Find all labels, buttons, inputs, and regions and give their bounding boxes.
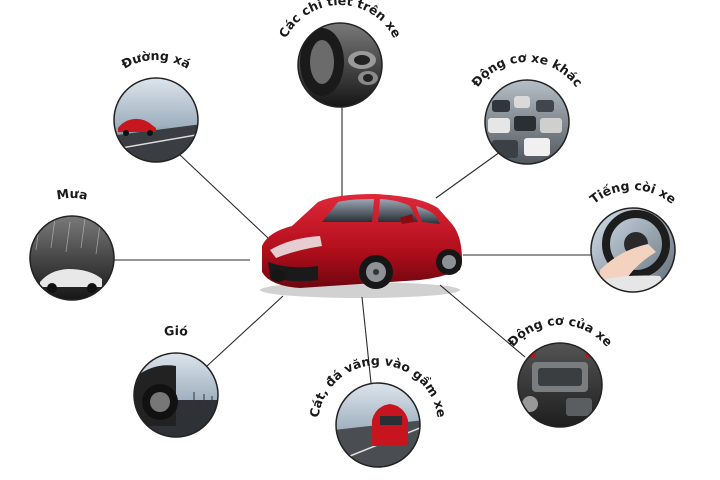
tire-exhaust-photo — [298, 23, 382, 107]
rainy-car-photo — [30, 216, 114, 300]
label-horn: Tiếng còi xe — [587, 178, 679, 207]
wheel-wind-photo — [134, 353, 218, 437]
label-wind: Gió — [163, 323, 189, 339]
connector-other-engines — [435, 151, 501, 199]
connector-gravel — [361, 296, 372, 384]
car-photo — [260, 194, 462, 298]
node-other-engines[interactable] — [483, 78, 573, 168]
label-rain: Mưa — [56, 186, 89, 203]
node-gravel[interactable] — [334, 381, 424, 471]
label-road: Đường xá — [119, 48, 194, 72]
engine-bay-photo — [518, 343, 602, 427]
connector-wind — [206, 295, 284, 367]
node-rain[interactable] — [28, 214, 118, 304]
node-horn[interactable] — [589, 206, 679, 296]
connector-road — [179, 154, 269, 239]
connector-own-engine — [439, 284, 526, 358]
road-car-photo — [114, 78, 198, 162]
node-own-engine[interactable] — [516, 341, 606, 431]
node-wind[interactable] — [132, 351, 222, 441]
steering-horn-photo — [591, 208, 675, 292]
connector-lines — [114, 107, 591, 384]
car-on-road-photo — [336, 383, 420, 467]
node-parts[interactable] — [296, 21, 386, 111]
traffic-jam-photo — [485, 80, 569, 164]
node-road[interactable] — [110, 76, 202, 166]
